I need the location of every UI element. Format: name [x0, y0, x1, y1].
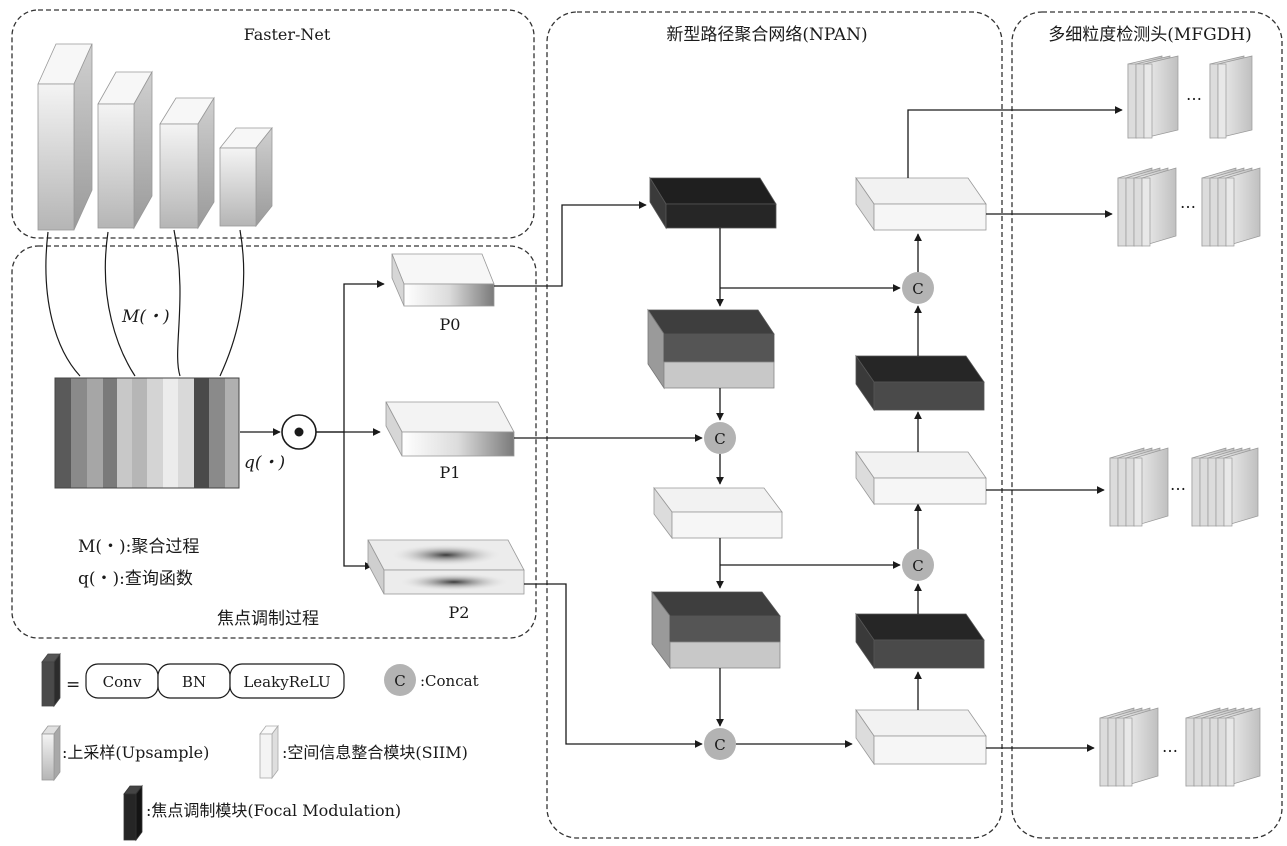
- neck-siim-block-middle: [855, 450, 987, 506]
- legend-bn-label: BN: [182, 673, 206, 691]
- legend-upsample-label: :上采样(Upsample): [62, 743, 209, 762]
- backbone-stage-2: [97, 70, 153, 230]
- backbone-stage-1: [37, 43, 93, 231]
- neck-title: 新型路径聚合网络(NPAN): [666, 25, 867, 45]
- legend-conv-icon: [41, 652, 61, 708]
- neck-focal-block-upper: [855, 354, 985, 412]
- head-stack-3b: [1191, 447, 1259, 527]
- svg-text:C: C: [714, 430, 725, 448]
- neck-concat-4: C: [902, 272, 934, 304]
- legend-siim-label: :空间信息整合模块(SIIM): [282, 743, 468, 762]
- legend: = Conv BN LeakyReLU C :Concat :上采样(Upsam…: [41, 652, 479, 842]
- head-stack-2a: [1117, 167, 1177, 247]
- neck-conv-block-1: [647, 308, 775, 390]
- head-stack-4a: [1099, 707, 1159, 787]
- backbone-region: [11, 9, 535, 239]
- q-description: q(・):查询函数: [78, 569, 193, 589]
- head-ellipsis-3: …: [1170, 475, 1186, 494]
- head-stack-2b: [1201, 167, 1261, 247]
- head-stack-4b: [1185, 707, 1261, 787]
- legend-leaky-box: [229, 663, 345, 699]
- focal-region: [11, 245, 537, 639]
- head-ellipsis-2: …: [1180, 193, 1196, 212]
- svg-text:C: C: [912, 280, 923, 298]
- svg-text:C: C: [714, 736, 725, 754]
- legend-equals: =: [66, 675, 80, 695]
- neck-focal-block: [649, 176, 777, 230]
- head-stack-3a: [1109, 447, 1169, 527]
- p1-label: P1: [440, 463, 461, 482]
- legend-focal-label: :焦点调制模块(Focal Modulation): [146, 801, 401, 820]
- p1-block: [385, 401, 515, 457]
- m-function-label: M(・): [121, 307, 170, 327]
- neck-conv-block-2: [651, 590, 781, 670]
- legend-leaky-label: LeakyReLU: [243, 673, 330, 691]
- backbone-stages: [37, 43, 273, 231]
- neck-focal-block-lower: [855, 612, 985, 670]
- neck-siim-block-bottom: [855, 708, 987, 766]
- multiply-operator: [281, 414, 317, 450]
- head-stack-1a: [1127, 55, 1179, 139]
- head-title: 多细粒度检测头(MFGDH): [1048, 25, 1252, 45]
- neck-siim-block-top: [855, 176, 987, 232]
- neck-siim-block-1: [653, 486, 783, 540]
- neck-concat-3: C: [902, 549, 934, 581]
- head-row-3: …: [1109, 447, 1259, 527]
- legend-siim-icon: [259, 724, 279, 780]
- neck-concat-1: C: [704, 422, 736, 454]
- legend-conv-label: Conv: [103, 673, 142, 691]
- backbone-title: Faster-Net: [244, 25, 331, 44]
- p0-label: P0: [440, 315, 461, 334]
- legend-concat-label: :Concat: [420, 672, 479, 690]
- head-ellipsis-4: …: [1162, 737, 1178, 756]
- p0-block: [391, 253, 495, 307]
- legend-focal-icon: [123, 784, 143, 842]
- head-ellipsis-1: …: [1186, 85, 1202, 104]
- head-row-2: …: [1117, 167, 1261, 247]
- aggregation-curves: [45, 229, 245, 377]
- focal-title: 焦点调制过程: [217, 609, 319, 629]
- svg-text:C: C: [912, 557, 923, 575]
- head-region: [1011, 11, 1283, 839]
- legend-concat-icon: C: [384, 664, 416, 696]
- p2-label: P2: [449, 603, 470, 622]
- aggregated-feature-map: [54, 377, 240, 489]
- p2-block: [367, 539, 525, 595]
- head-row-4: …: [1099, 707, 1261, 787]
- backbone-stage-3: [159, 96, 215, 230]
- head-row-1: …: [1127, 55, 1253, 139]
- head-stack-1b: [1209, 55, 1253, 139]
- q-function-label: q(・): [244, 453, 285, 473]
- m-description: M(・):聚合过程: [78, 537, 199, 557]
- backbone-stage-4: [219, 126, 273, 228]
- neck-concat-2: C: [704, 728, 736, 760]
- svg-text:C: C: [394, 672, 405, 690]
- neck-region: [546, 11, 1003, 839]
- legend-upsample-icon: [41, 724, 61, 782]
